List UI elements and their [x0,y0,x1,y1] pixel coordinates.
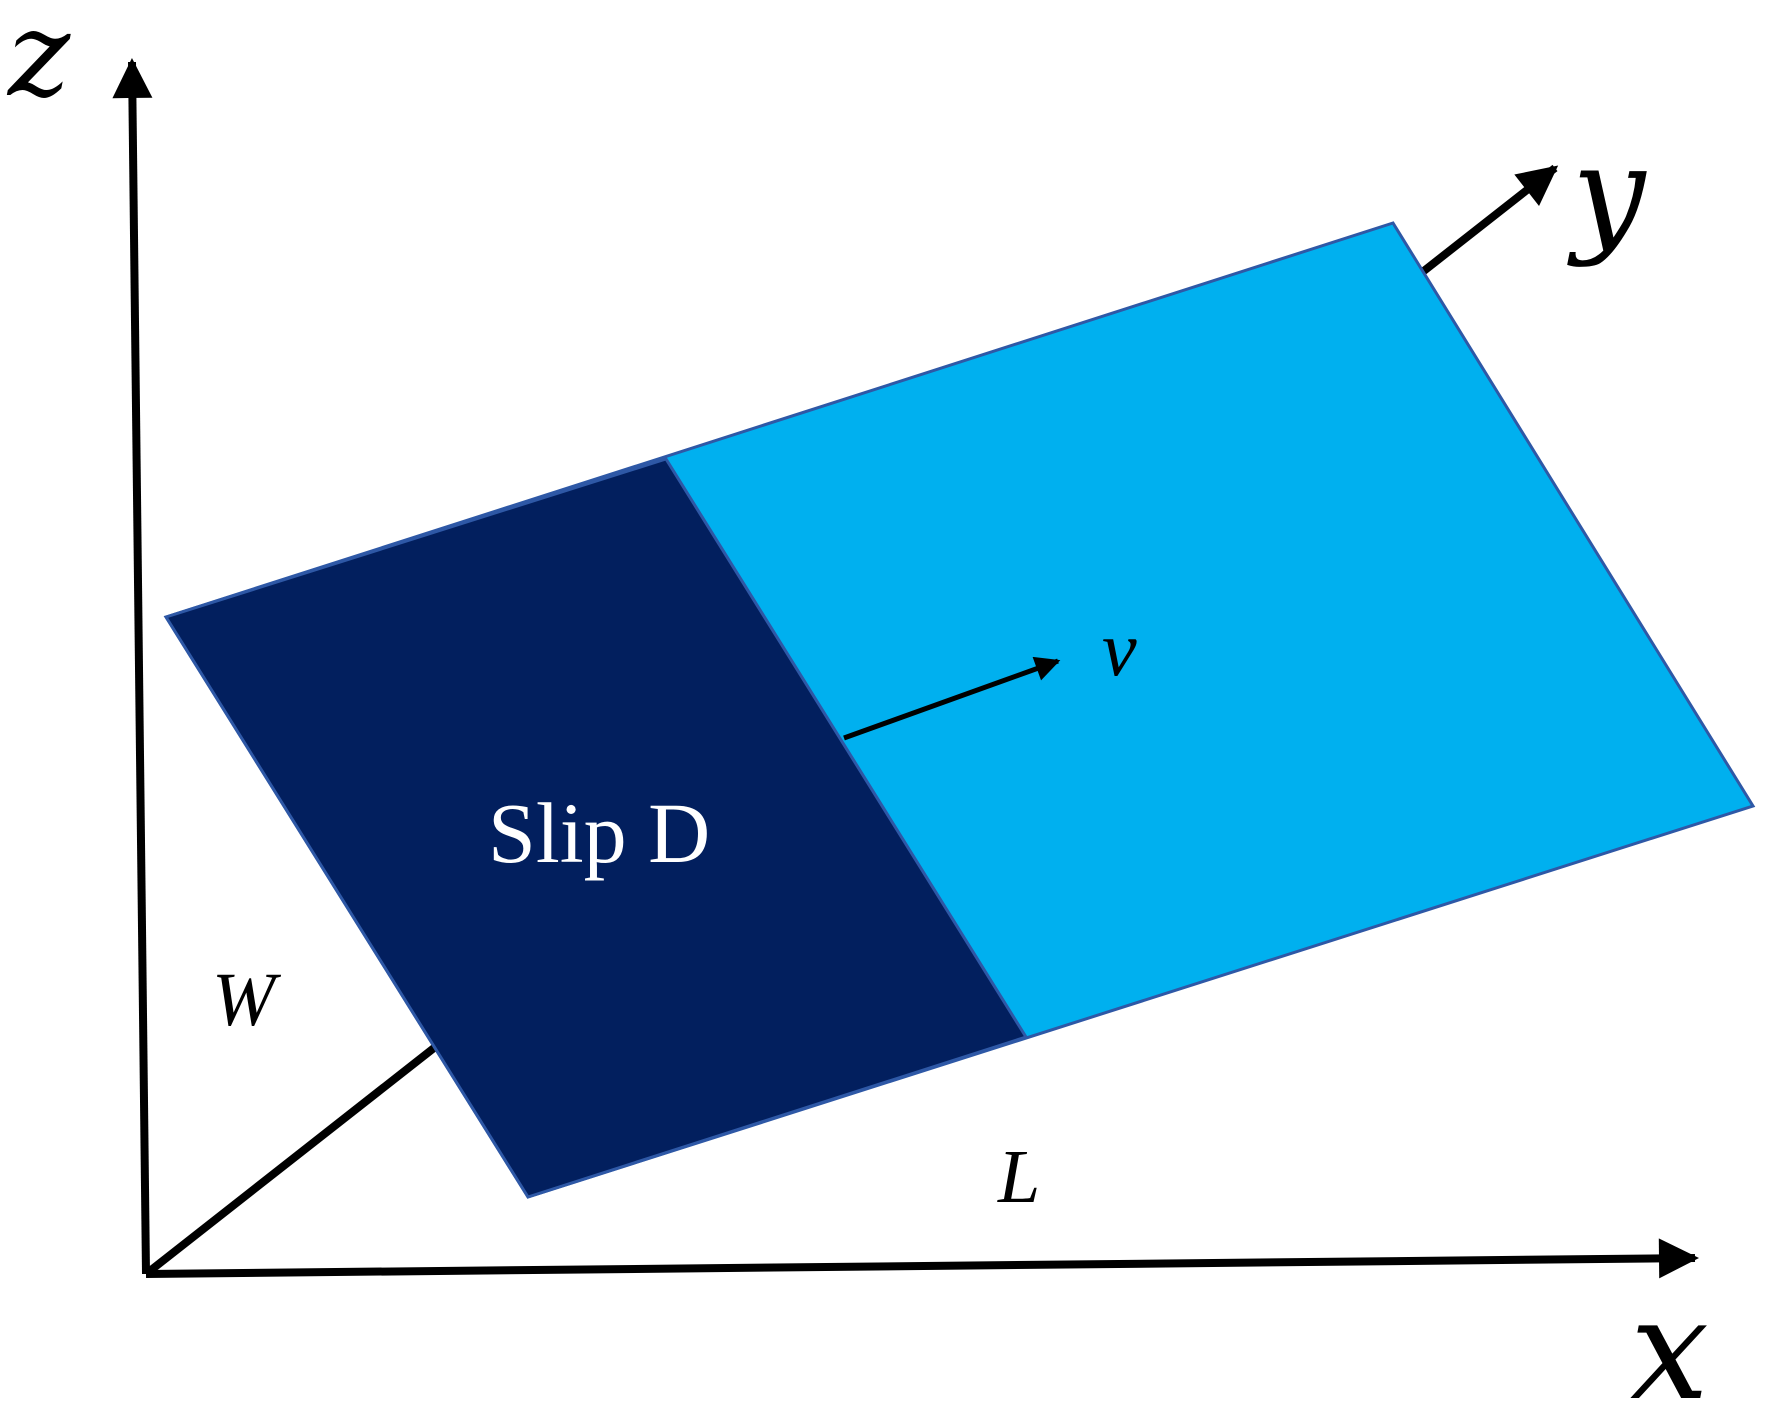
z-axis-label: z [6,0,71,123]
velocity-arrow [843,656,1061,741]
velocity-label: v [1102,605,1137,692]
z-axis [112,58,153,1275]
y-axis-label: y [1567,117,1647,269]
length-label: L [997,1135,1040,1219]
slip-label: Slip D [488,785,710,881]
width-label: W [212,958,282,1042]
x-axis-label: x [1630,1269,1709,1428]
slip-patch [163,457,1029,1199]
x-axis [145,1238,1699,1279]
